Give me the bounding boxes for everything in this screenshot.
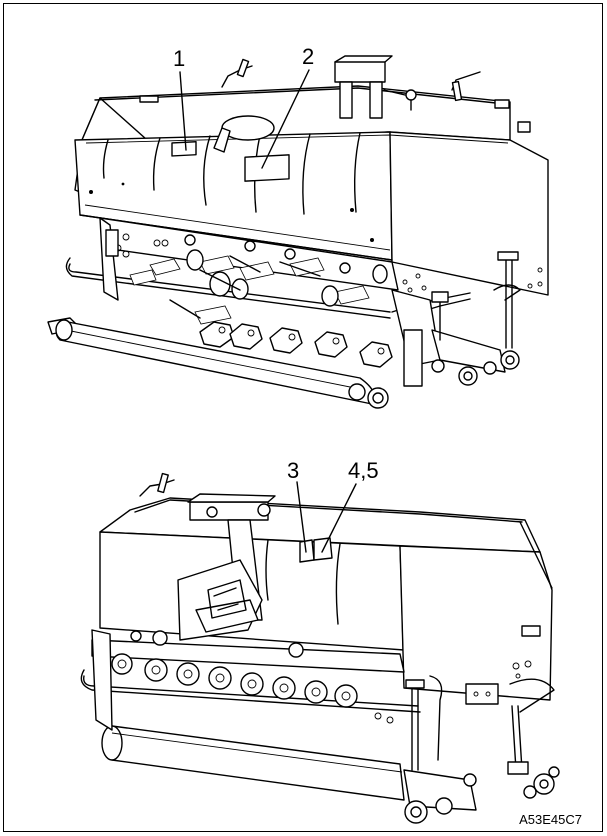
callout-3: 3 (287, 458, 299, 483)
callout-1: 1 (173, 46, 185, 71)
callout-4-5: 4,5 (348, 458, 379, 483)
bottom-mower-unit (80, 472, 560, 824)
figure-code: A53E45C7 (519, 812, 582, 827)
callout-2: 2 (302, 44, 314, 69)
top-mower-unit (47, 55, 549, 409)
